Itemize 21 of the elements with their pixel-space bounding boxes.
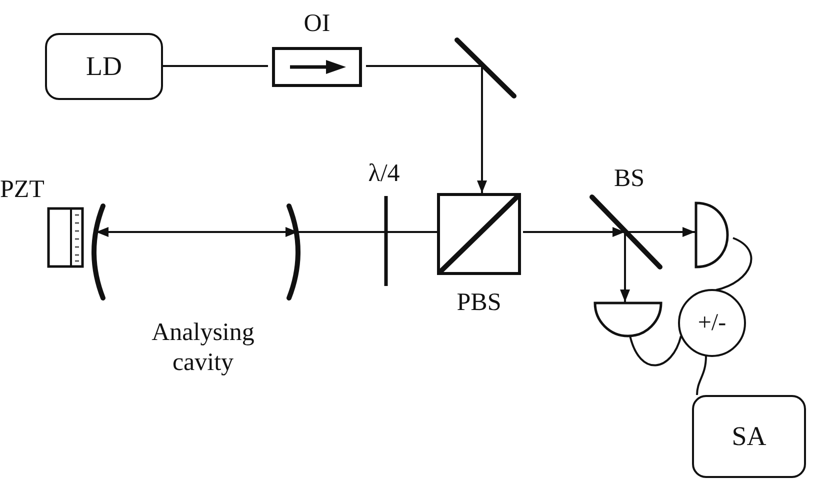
- beam-arrow: [523, 227, 625, 237]
- beam-line: [366, 65, 482, 67]
- component-label: PZT: [0, 176, 44, 204]
- component-label: Analysing cavity: [150, 318, 256, 378]
- component-label: OI: [302, 10, 332, 38]
- beam-line: [386, 231, 437, 233]
- laser-diode-box: LD: [45, 33, 163, 100]
- spectrum-analyser-box: SA: [692, 395, 806, 478]
- sum-difference-circle: +/-: [678, 289, 746, 357]
- mirror: [452, 36, 518, 100]
- component-label: BS: [614, 165, 645, 193]
- signal-wire: [696, 356, 707, 396]
- signal-wire: [629, 336, 682, 366]
- signal-wire: [716, 237, 752, 291]
- photodetector: [592, 300, 664, 340]
- beam-line: [163, 65, 268, 67]
- beam-line: [298, 231, 386, 233]
- component-label: λ/4: [367, 160, 401, 188]
- component-label: PBS: [456, 289, 502, 317]
- beam-arrow: [620, 232, 630, 302]
- beam-arrow: [477, 66, 487, 193]
